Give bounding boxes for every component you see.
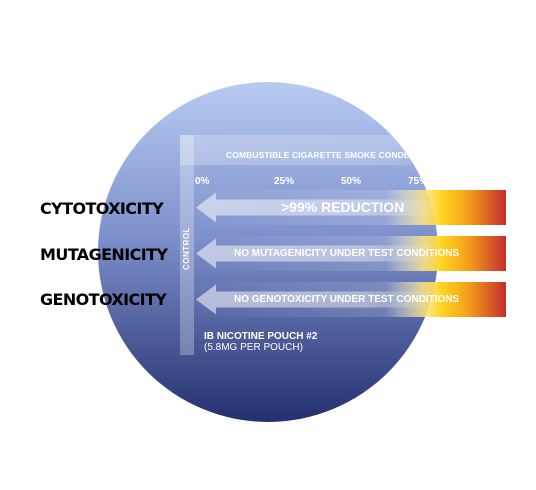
tick-label: 75% [408, 176, 429, 187]
category-label: GENOTOXICITY [40, 290, 167, 309]
product-label: IB NICOTINE POUCH #2 (5.8MG PER POUCH) [204, 331, 317, 353]
header-band [180, 135, 430, 165]
tick-label: 0% [195, 176, 210, 187]
reduction-arrow [196, 284, 440, 315]
product-dose: (5.8MG PER POUCH) [204, 342, 303, 353]
category-label: MUTAGENICITY [40, 245, 168, 264]
tick-label: 50% [341, 176, 362, 187]
reduction-arrow [196, 192, 440, 223]
chart-header: COMBUSTIBLE CIGARETTE SMOKE CONDENSATE [226, 150, 422, 160]
bar-label: NO GENOTOXICITY UNDER TEST CONDITIONS [234, 294, 460, 305]
control-label: CONTROL [182, 226, 191, 270]
bar-label: >99% REDUCTION [281, 199, 405, 215]
bar-label: NO MUTAGENICITY UNDER TEST CONDITIONS [234, 248, 460, 259]
category-label: CYTOTOXICITY [40, 199, 164, 218]
reduction-arrow [196, 238, 440, 269]
product-name: IB NICOTINE POUCH #2 [204, 331, 318, 342]
tick-label: 25% [274, 176, 295, 187]
